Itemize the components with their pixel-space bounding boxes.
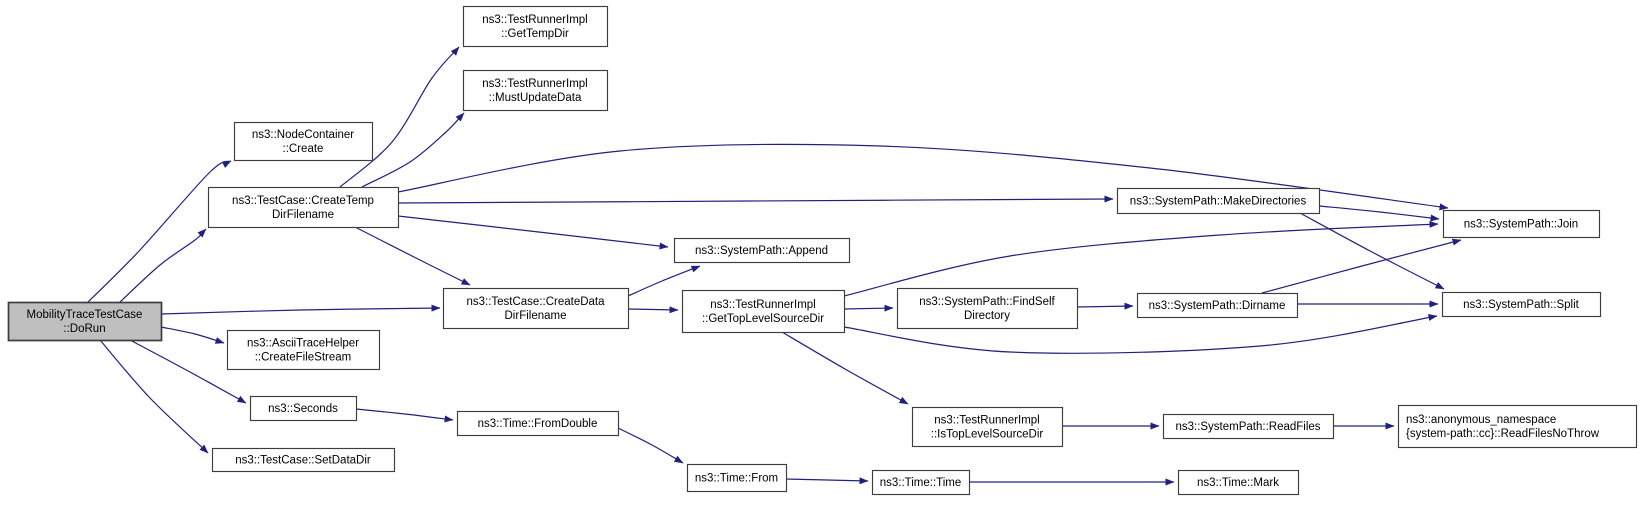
- edge-dorun-setdatadir: [99, 339, 209, 454]
- node-box-readfiles[interactable]: [1162, 413, 1335, 440]
- node-setdatadir[interactable]: ns3::TestCase::SetDataDir: [211, 447, 396, 473]
- node-append[interactable]: ns3::SystemPath::Append: [673, 237, 851, 264]
- edge-gettoplevel-istoplevel: [781, 331, 909, 405]
- edge-createtemp-makedirs: [397, 195, 1114, 204]
- node-box-makedirs[interactable]: [1116, 187, 1321, 215]
- node-join[interactable]: ns3::SystemPath::Join: [1442, 209, 1601, 239]
- node-box-append[interactable]: [673, 237, 851, 264]
- node-timetime[interactable]: ns3::Time::Time: [871, 469, 971, 496]
- node-box-setdatadir[interactable]: [211, 447, 396, 473]
- edge-gettoplevel-join: [843, 220, 1439, 297]
- edge-createtemp-createdata: [354, 226, 471, 286]
- node-box-readnothrow[interactable]: [1397, 404, 1638, 449]
- node-timefrom[interactable]: ns3::Time::From: [686, 463, 788, 493]
- node-box-fromdouble[interactable]: [456, 410, 620, 437]
- edge-dorun-createdata: [160, 304, 441, 315]
- edge-findself-dirname: [1076, 302, 1134, 310]
- edge-createtemp-gettempdir: [339, 46, 460, 188]
- node-ascii[interactable]: ns3::AsciiTraceHelper::CreateFileStream: [226, 329, 381, 371]
- node-box-ascii[interactable]: [226, 329, 381, 371]
- edge-dorun-create: [87, 160, 232, 303]
- edge-dorun-ascii: [160, 326, 225, 344]
- node-box-createdata[interactable]: [442, 287, 630, 330]
- node-box-split[interactable]: [1441, 291, 1602, 318]
- node-readnothrow[interactable]: ns3::anonymous_namespace{system-path::cc…: [1397, 404, 1638, 449]
- node-mustupdate[interactable]: ns3::TestRunnerImpl::MustUpdateData: [462, 69, 609, 112]
- node-box-join[interactable]: [1442, 209, 1601, 239]
- edge-createtemp-join: [397, 143, 1449, 211]
- edge-createdata-append: [627, 265, 701, 297]
- node-box-timefrom[interactable]: [686, 463, 788, 493]
- edge-createtemp-mustupdate: [361, 112, 465, 188]
- node-dorun[interactable]: MobilityTraceTestCase::DoRun: [7, 301, 163, 342]
- edge-makedirs-join: [1318, 205, 1440, 222]
- node-box-dirname[interactable]: [1136, 292, 1299, 319]
- edge-createdata-gettoplevel: [627, 306, 679, 314]
- node-box-create[interactable]: [233, 121, 374, 162]
- edge-dorun-createtemp: [119, 228, 207, 303]
- node-create[interactable]: ns3::NodeContainer::Create: [233, 121, 374, 162]
- node-fromdouble[interactable]: ns3::Time::FromDouble: [456, 410, 620, 437]
- node-dirname[interactable]: ns3::SystemPath::Dirname: [1136, 292, 1299, 319]
- node-box-dorun[interactable]: [7, 301, 163, 342]
- edge-createtemp-append: [397, 215, 669, 250]
- node-box-istoplevel[interactable]: [911, 406, 1064, 448]
- node-box-timetime[interactable]: [871, 469, 971, 496]
- nodes-layer: MobilityTraceTestCase::DoRun ns3::NodeCon…: [7, 5, 1638, 496]
- node-istoplevel[interactable]: ns3::TestRunnerImpl::IsTopLevelSourceDir: [911, 406, 1064, 448]
- node-seconds[interactable]: ns3::Seconds: [249, 395, 358, 422]
- node-box-createtemp[interactable]: [207, 186, 400, 229]
- node-box-timemark[interactable]: [1177, 469, 1300, 496]
- node-box-seconds[interactable]: [249, 395, 358, 422]
- edge-makedirs-split: [1299, 212, 1445, 290]
- edge-timefrom-timetime: [785, 477, 869, 485]
- edge-fromdouble-timefrom: [617, 427, 684, 464]
- edge-dorun-seconds: [129, 339, 247, 404]
- edge-gettoplevel-split: [843, 313, 1438, 354]
- node-gettempdir[interactable]: ns3::TestRunnerImpl::GetTempDir: [462, 5, 609, 48]
- node-timemark[interactable]: ns3::Time::Mark: [1177, 469, 1300, 496]
- edges-layer: [87, 46, 1462, 486]
- node-box-findself[interactable]: [896, 287, 1079, 330]
- edge-gettoplevel-findself: [843, 304, 894, 312]
- node-makedirs[interactable]: ns3::SystemPath::MakeDirectories: [1116, 187, 1321, 215]
- edge-seconds-fromdouble: [355, 408, 454, 423]
- node-readfiles[interactable]: ns3::SystemPath::ReadFiles: [1162, 413, 1335, 440]
- node-box-mustupdate[interactable]: [462, 69, 609, 112]
- node-split[interactable]: ns3::SystemPath::Split: [1441, 291, 1602, 318]
- node-gettoplevel[interactable]: ns3::TestRunnerImpl::GetTopLevelSourceDi…: [681, 289, 846, 334]
- node-box-gettempdir[interactable]: [462, 5, 609, 48]
- node-box-gettoplevel[interactable]: [681, 289, 846, 334]
- edge-dirname-join: [1261, 238, 1462, 294]
